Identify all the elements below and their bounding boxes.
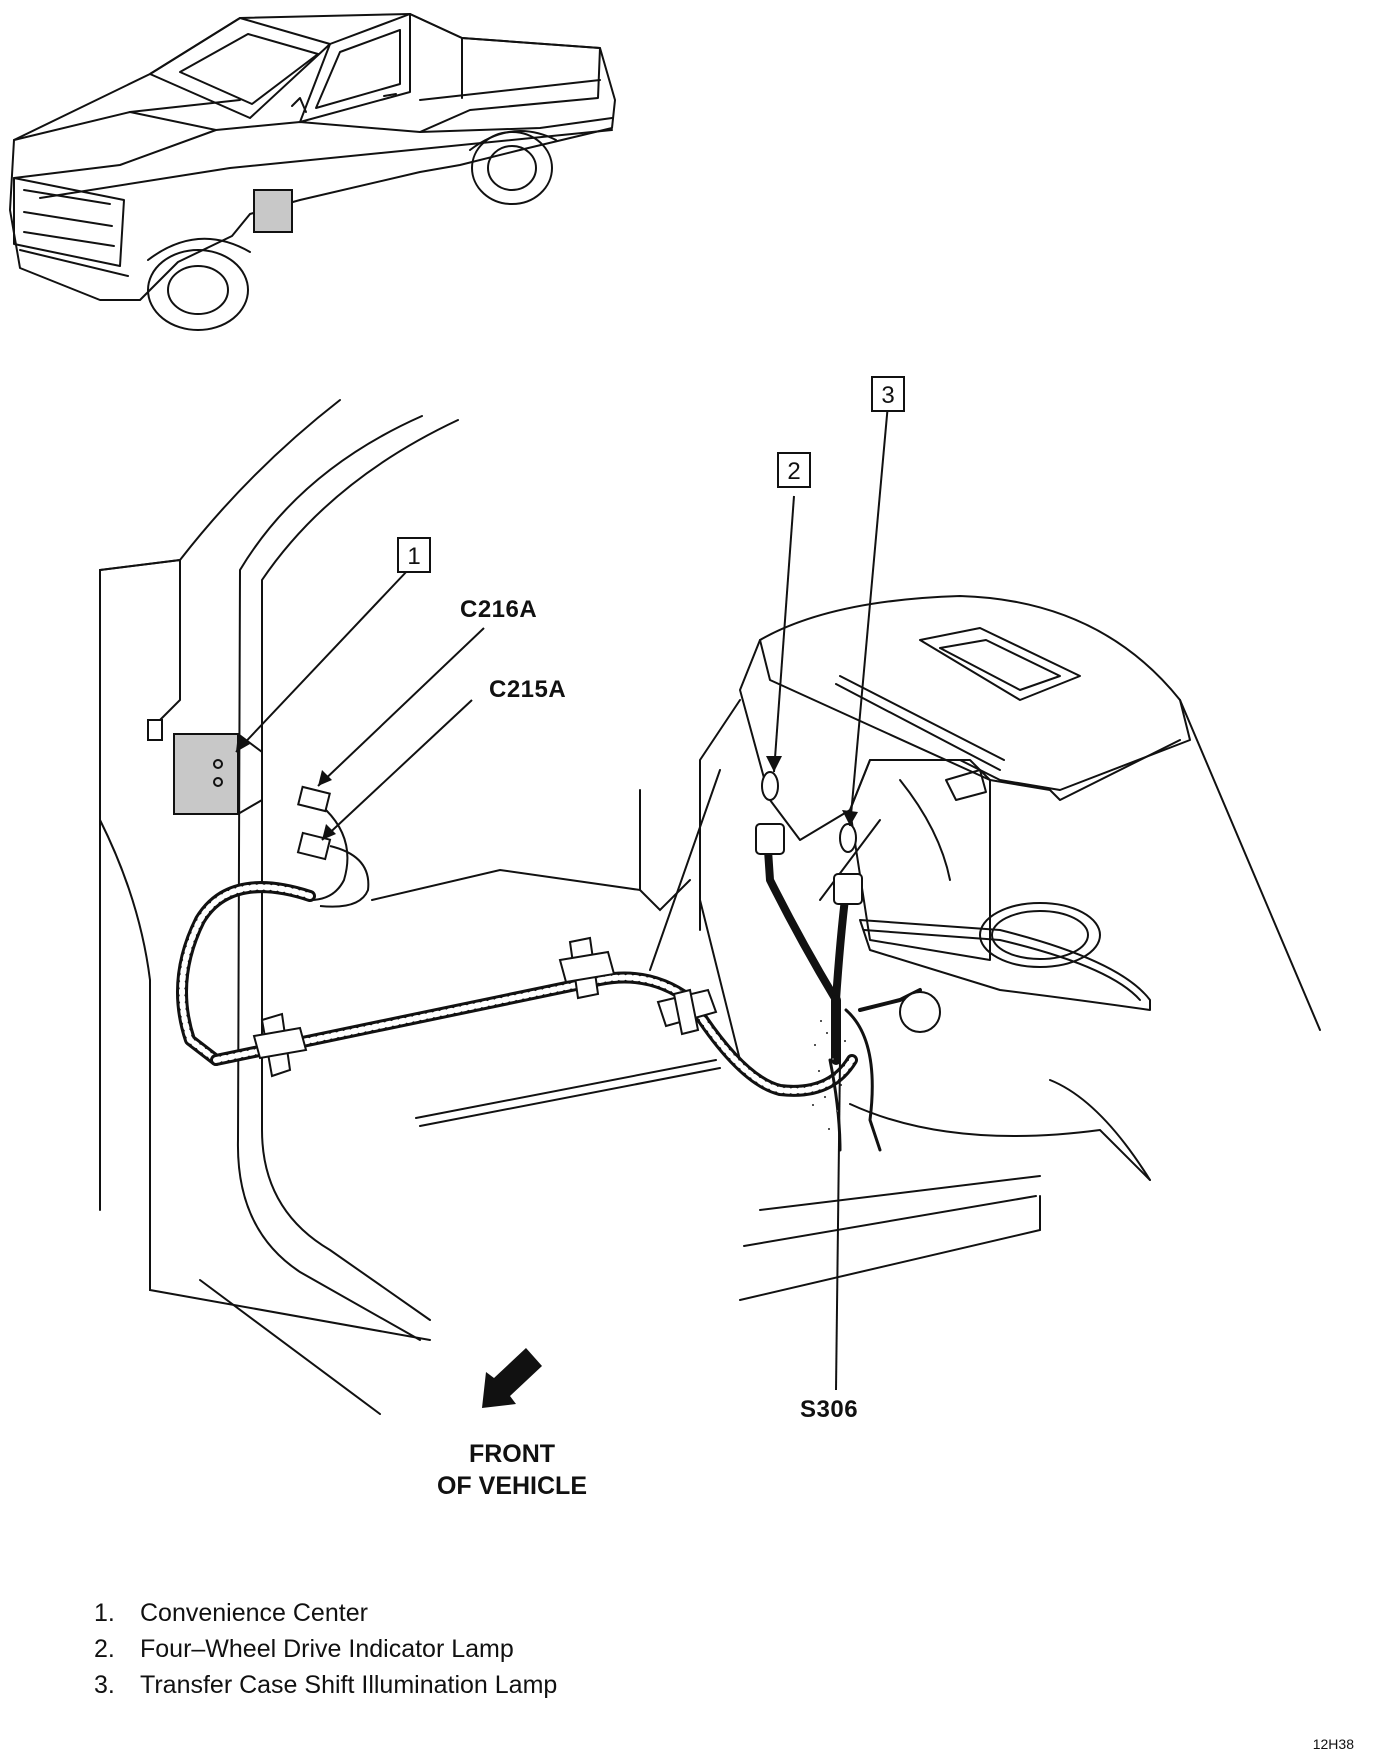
connectors-c216a-c215a [296,785,370,908]
legend-number: 1. [94,1599,115,1627]
legend-item: 3. Transfer Case Shift Illumination Lamp [94,1667,557,1703]
connector-label-c215a: C215A [489,676,567,703]
lamp-sockets [755,771,941,1033]
legend-text: Four–Wheel Drive Indicator Lamp [140,1635,514,1663]
front-label-line2: OF VEHICLE [436,1472,587,1500]
callout-box-2: 2 [777,452,811,488]
floor-lines [371,699,1151,1301]
figure-id: 12H38 [1312,1736,1354,1752]
harness-clips [252,936,718,1078]
legend-text: Convenience Center [140,1599,368,1627]
splice-s306-shading [812,1020,846,1130]
door-pillar [99,399,459,1415]
convenience-center [173,733,263,815]
inset-location-marker [253,189,293,233]
truck-inset [9,13,616,331]
legend-item: 1. Convenience Center [94,1595,557,1631]
leader-arrowheads [236,734,858,840]
front-label-line1: FRONT [468,1440,556,1468]
legend-number: 3. [94,1671,115,1699]
legend-number: 2. [94,1635,115,1663]
front-of-vehicle-label: FRONT OF VEHICLE [392,1438,632,1502]
floor-console [739,595,1321,1031]
splice-label-s306: S306 [800,1396,859,1423]
callout-box-3: 3 [871,376,905,412]
connector-label-c216a: C216A [460,596,538,623]
leader-lines [235,403,889,1391]
legend: 1. Convenience Center 2. Four–Wheel Driv… [94,1595,557,1703]
front-direction-arrow [482,1348,542,1408]
legend-item: 2. Four–Wheel Drive Indicator Lamp [94,1631,557,1667]
callout-box-1: 1 [397,537,431,573]
legend-text: Transfer Case Shift Illumination Lamp [140,1671,558,1699]
wiring-harness [176,846,922,1152]
